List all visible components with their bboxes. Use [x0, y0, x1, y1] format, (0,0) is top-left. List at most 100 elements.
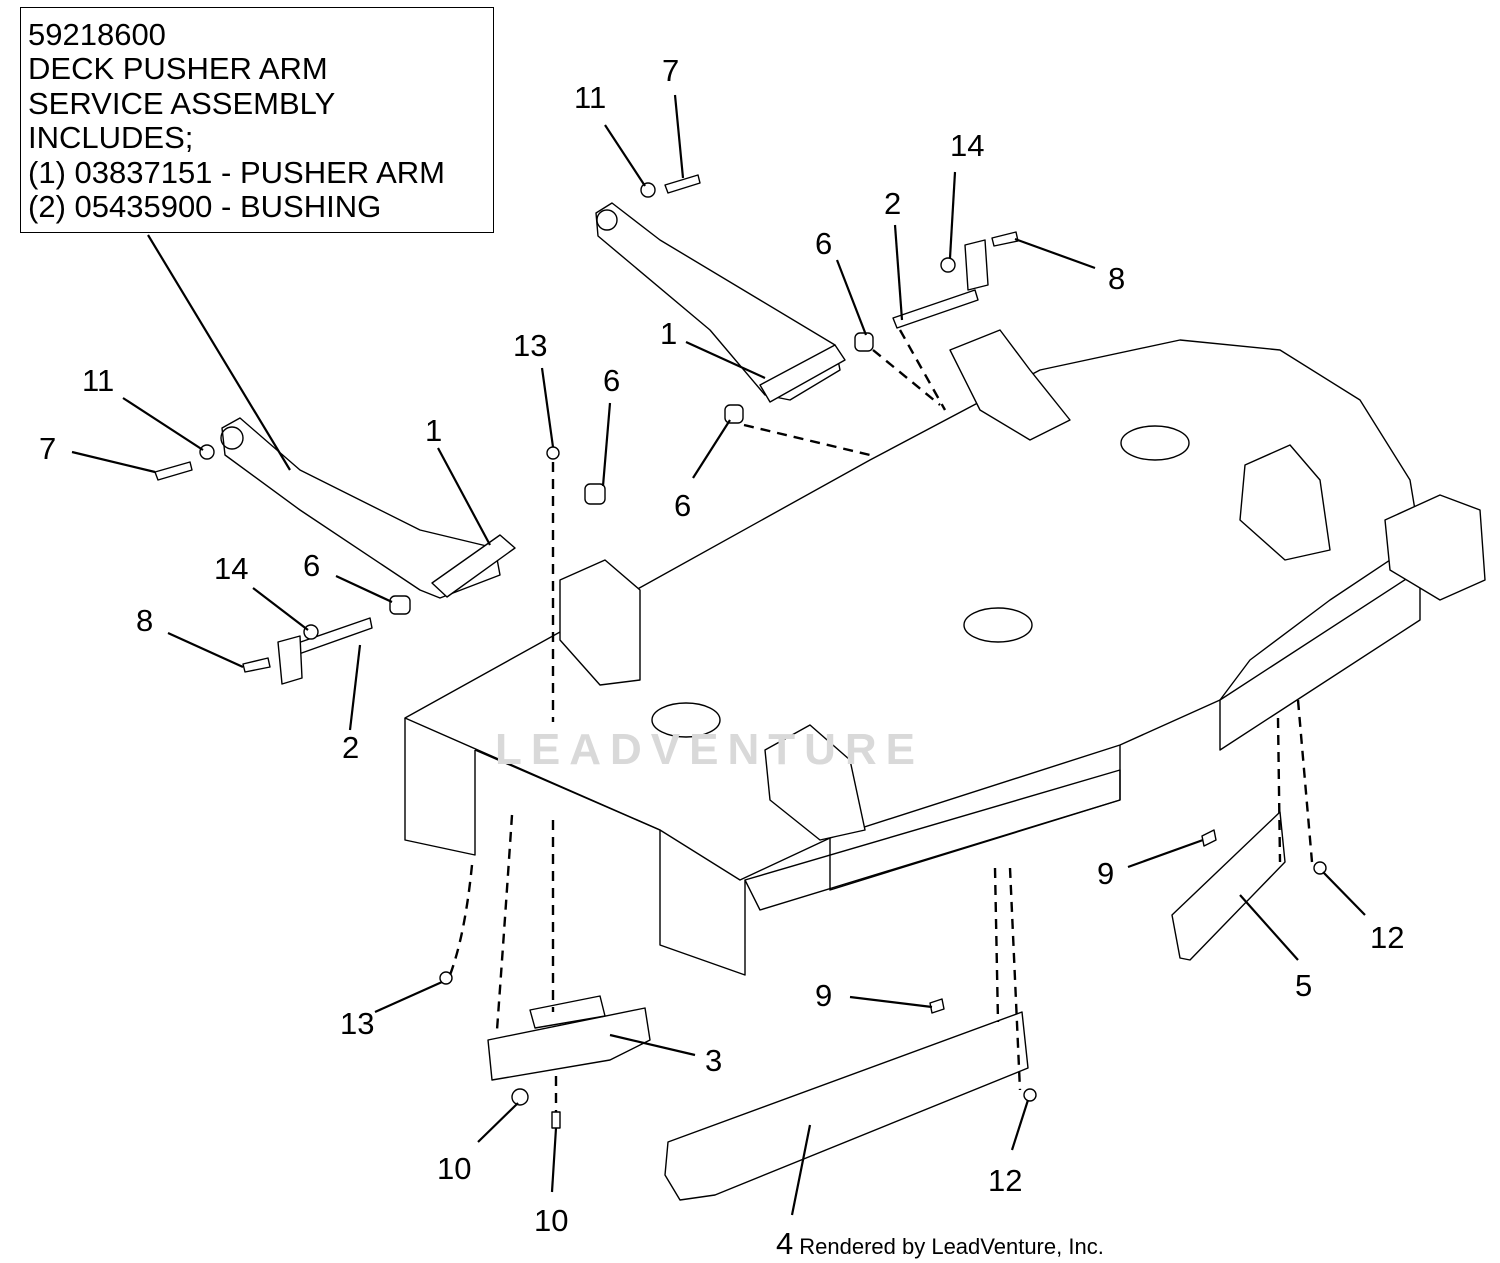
pivot-plate-right: [964, 239, 989, 291]
bracket-rear-right: [1239, 444, 1331, 561]
part-label-13[interactable]: 13: [340, 1006, 375, 1041]
deck-rear-rail: [744, 769, 1121, 911]
deck-right-rail: [1219, 569, 1421, 751]
part-label-9[interactable]: 9: [815, 978, 833, 1013]
part-label-11[interactable]: 11: [574, 80, 607, 115]
leader-12-bottom: [1010, 1099, 1030, 1151]
part-label-1[interactable]: 1: [425, 413, 443, 448]
deck-front-skirt: [404, 718, 476, 856]
leader-1-left: [437, 447, 491, 546]
dash-line-4b: [1008, 867, 1022, 1091]
leader-11-left: [122, 397, 204, 451]
pusher-arm-right-eye: [596, 209, 618, 231]
part-label-12[interactable]: 12: [1370, 920, 1405, 955]
callout-subtitle: SERVICE ASSEMBLY: [28, 85, 336, 121]
dash-line-6b: [872, 349, 941, 406]
nut-14-left: [303, 624, 319, 640]
part-label-6[interactable]: 6: [303, 548, 321, 583]
pusher-arm-left-tube: [431, 534, 516, 598]
leader-9-right: [1127, 838, 1204, 869]
dash-line-12: [1276, 717, 1282, 863]
bushing-center: [584, 483, 606, 505]
part-label-2[interactable]: 2: [884, 186, 902, 221]
leader-9-bottom: [849, 995, 933, 1009]
part-label-12[interactable]: 12: [988, 1163, 1023, 1198]
pivot-plate-left: [277, 635, 303, 685]
watermark-text: LEADVENTURE: [495, 725, 925, 774]
baffle-4: [664, 1011, 1029, 1201]
part-label-6[interactable]: 6: [674, 488, 692, 523]
dash-line-12b: [1296, 699, 1314, 863]
leader-12-right: [1322, 871, 1366, 916]
dash-line-10: [495, 814, 514, 1031]
spindle-hole-right: [1120, 425, 1190, 461]
part-label-10[interactable]: 10: [437, 1151, 472, 1186]
part-label-10[interactable]: 10: [534, 1203, 569, 1238]
bracket-right-end: [1384, 494, 1486, 601]
leader-2-left: [348, 644, 362, 731]
leader-10-left: [477, 1102, 519, 1143]
bolt-7-right: [664, 174, 701, 194]
part-label-7[interactable]: 7: [39, 431, 57, 466]
leader-13-bottom: [374, 980, 443, 1014]
leader-callout: [147, 234, 291, 471]
leader-7-right: [673, 94, 685, 179]
bolt-9-right: [1201, 829, 1217, 847]
part-label-6[interactable]: 6: [603, 363, 621, 398]
part-label-8[interactable]: 8: [136, 603, 154, 638]
leader-6-d: [835, 259, 868, 336]
deck-side-skirt: [474, 749, 746, 976]
bolt-9-bottom: [929, 998, 945, 1014]
dash-line-13c: [448, 864, 474, 976]
leader-5: [1239, 894, 1299, 961]
leader-13-top: [540, 367, 555, 448]
leader-11-right: [604, 124, 646, 187]
bushing-right-a: [724, 404, 744, 424]
callout-includes: INCLUDES;: [28, 120, 194, 156]
part-label-11[interactable]: 11: [82, 363, 115, 398]
nut-11-left: [199, 444, 215, 460]
pivot-pin-right: [892, 289, 979, 329]
leader-14-left: [252, 587, 309, 631]
callout-part-number: 59218600: [28, 17, 166, 52]
bolt-8-left: [242, 657, 271, 673]
leader-4: [790, 1124, 812, 1216]
part-label-9[interactable]: 9: [1097, 856, 1115, 891]
part-label-4[interactable]: 4: [776, 1226, 794, 1261]
part-label-14[interactable]: 14: [950, 128, 985, 163]
callout-item-bushing: (2) 05435900 - BUSHING: [28, 189, 382, 225]
leader-14-right: [948, 171, 957, 259]
part-label-7[interactable]: 7: [662, 53, 680, 88]
dash-line-4a: [993, 867, 1000, 1023]
callout-item-pusher-arm: (1) 03837151 - PUSHER ARM: [28, 154, 445, 190]
bolt-8-right: [991, 231, 1019, 247]
nut-11-right: [640, 182, 656, 198]
callout-title: DECK PUSHER ARM: [28, 51, 328, 87]
part-label-13[interactable]: 13: [513, 328, 548, 363]
part-label-2[interactable]: 2: [342, 730, 360, 765]
pusher-arm-right: [595, 202, 841, 401]
bracket-front-center: [764, 724, 866, 841]
bolt-7-left: [154, 461, 193, 481]
nut-13-bottom: [439, 971, 453, 985]
dash-line-6: [743, 423, 871, 457]
carriage-bolt-10-right: [551, 1111, 561, 1129]
bushing-right-b: [854, 332, 874, 352]
baffle-5: [1171, 811, 1286, 961]
leader-6-b: [601, 402, 612, 487]
leader-1-right: [685, 340, 766, 380]
part-label-5[interactable]: 5: [1295, 968, 1313, 1003]
nut-12-bottom: [1023, 1088, 1037, 1102]
part-label-1[interactable]: 1: [660, 316, 678, 351]
bracket-rear-center: [949, 329, 1071, 441]
part-label-8[interactable]: 8: [1108, 261, 1126, 296]
part-label-14[interactable]: 14: [214, 551, 249, 586]
spindle-hole-center: [963, 607, 1033, 643]
part-label-6[interactable]: 6: [815, 226, 833, 261]
leader-3: [609, 1033, 696, 1057]
nut-14-right: [940, 257, 956, 273]
nut-12-right: [1313, 861, 1327, 875]
part-label-3[interactable]: 3: [705, 1043, 723, 1078]
